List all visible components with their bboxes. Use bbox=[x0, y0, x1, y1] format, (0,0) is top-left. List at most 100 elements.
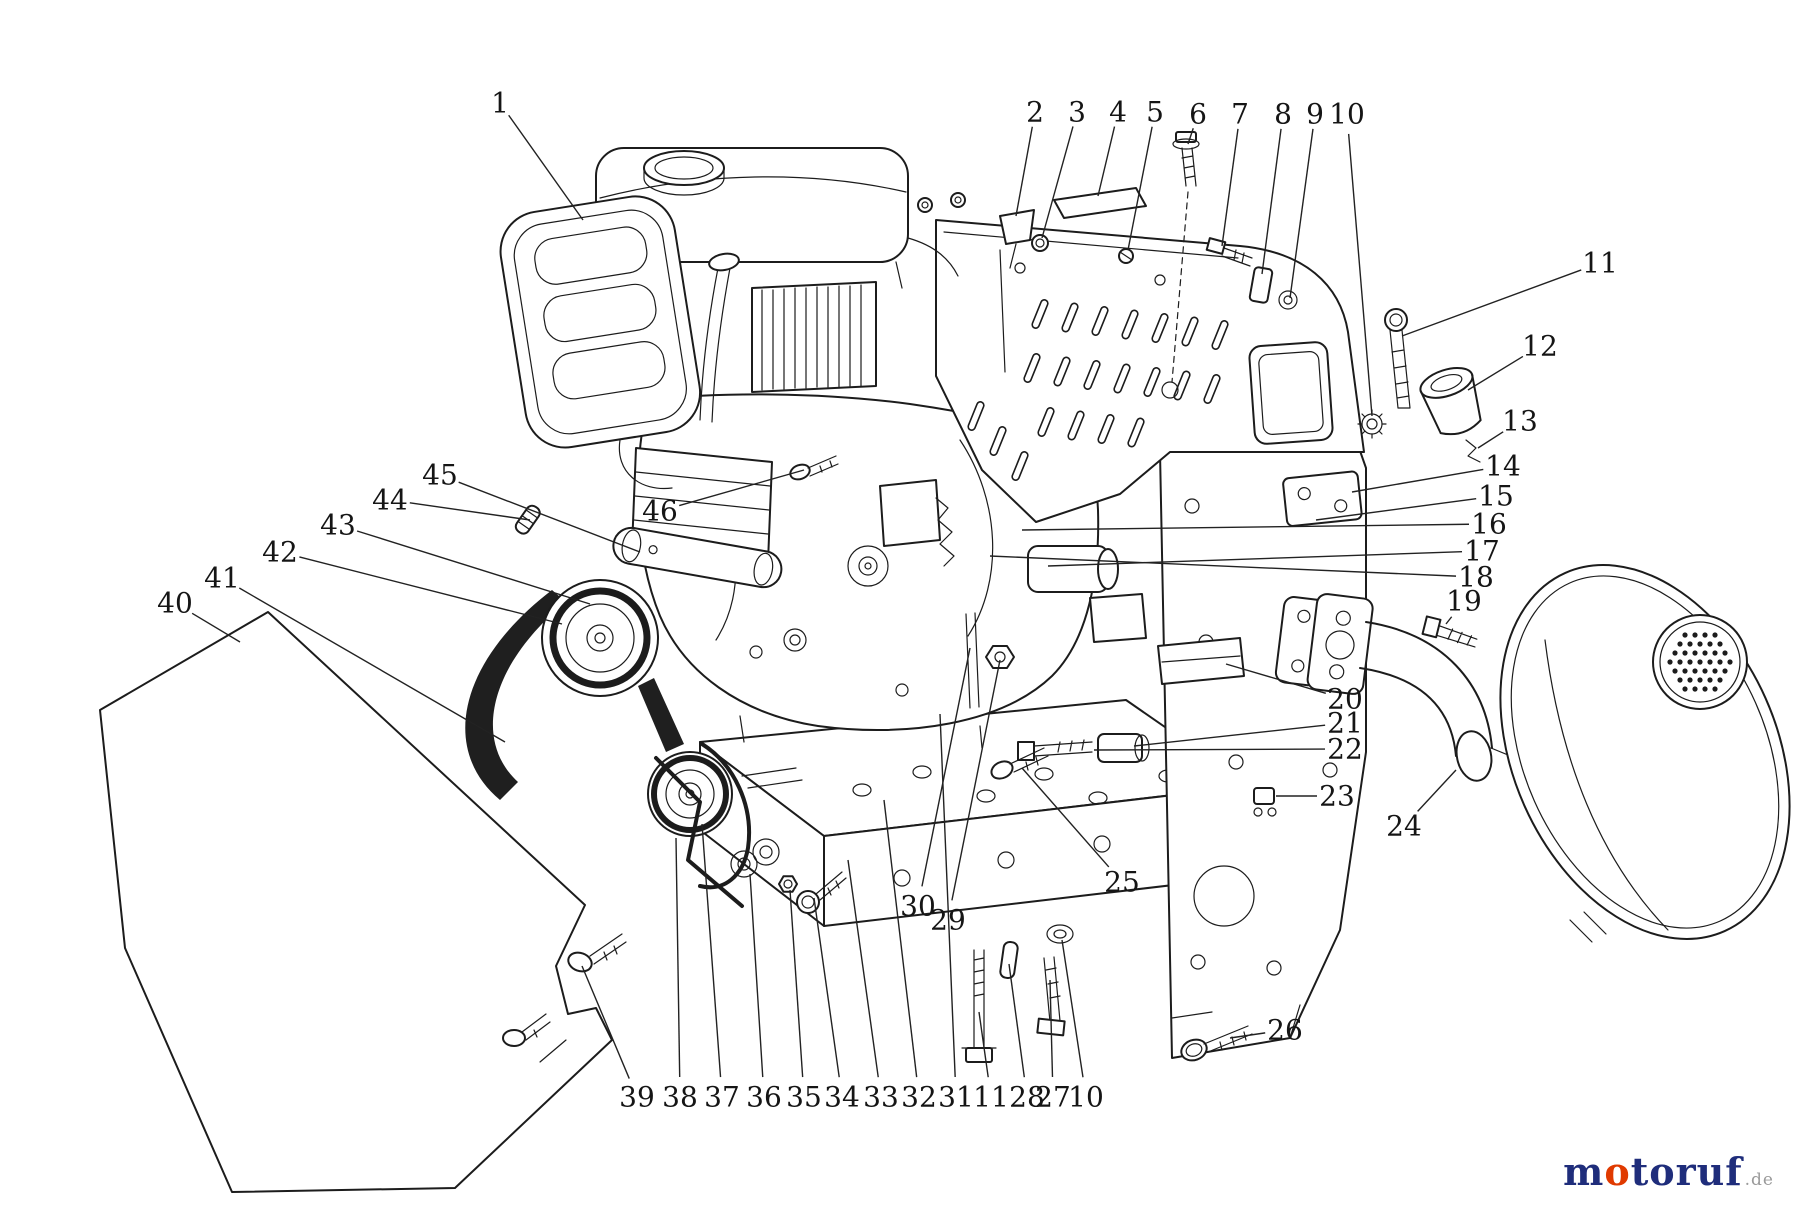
muffler-perforation-dot bbox=[1687, 659, 1693, 665]
muffler-perforation-dot bbox=[1717, 677, 1723, 683]
carriage-bolt-11-bottom bbox=[961, 949, 997, 1063]
callout-number-15: 15 bbox=[1478, 480, 1514, 513]
starter-cup-12 bbox=[1419, 366, 1482, 436]
callout-number-1: 1 bbox=[491, 87, 509, 120]
louver-slot bbox=[1023, 353, 1041, 383]
bolt-34 bbox=[796, 871, 847, 914]
callout-number-17: 17 bbox=[1464, 535, 1500, 568]
callout-number-14: 14 bbox=[1485, 450, 1521, 483]
callout-leader-27 bbox=[1049, 979, 1054, 1078]
muffler-perforation-dot bbox=[1697, 677, 1703, 683]
muffler-perforation-dot bbox=[1692, 650, 1698, 656]
louver-slot bbox=[1127, 417, 1145, 448]
muffler-perforation-dot bbox=[1707, 677, 1713, 683]
callout-number-35: 35 bbox=[786, 1081, 822, 1114]
muffler-perforation-dot bbox=[1702, 632, 1708, 638]
muffler-perforation-dot bbox=[1722, 668, 1728, 674]
upper-bracket-14-15 bbox=[1282, 470, 1363, 527]
muffler-perforation-dot bbox=[1712, 632, 1718, 638]
carburetor-end bbox=[1097, 548, 1119, 590]
fuel-line bbox=[907, 237, 959, 277]
callout-leader-41 bbox=[238, 587, 506, 743]
callout-number-3: 3 bbox=[1068, 96, 1086, 129]
callout-number-6: 6 bbox=[1189, 98, 1207, 131]
callout-number-28: 28 bbox=[1009, 1081, 1045, 1114]
watermark-suffix: .de bbox=[1744, 1170, 1774, 1190]
bolt-21-spacer-22 bbox=[1017, 733, 1150, 763]
muffler-perforation-dot bbox=[1677, 659, 1683, 665]
louver-slot bbox=[1031, 299, 1049, 329]
callout-leader-39 bbox=[581, 965, 630, 1079]
louver-slots bbox=[967, 299, 1229, 481]
muffler-perforation-dot bbox=[1717, 641, 1723, 647]
muffler-perforation-dot bbox=[1682, 650, 1688, 656]
callout-number-20: 20 bbox=[1327, 683, 1363, 716]
callout-number-44: 44 bbox=[372, 484, 408, 517]
muffler-perforation-dot bbox=[1697, 641, 1703, 647]
callout-number-4: 4 bbox=[1109, 96, 1127, 129]
brake-rod bbox=[654, 756, 744, 908]
clip-13 bbox=[1465, 439, 1481, 463]
dipstick-tube bbox=[699, 267, 731, 423]
engine-top-fittings bbox=[907, 187, 1147, 277]
callout-number-25: 25 bbox=[1104, 866, 1140, 899]
callout-number-33: 33 bbox=[863, 1081, 899, 1114]
muffler-perforation-dot bbox=[1727, 659, 1733, 665]
bolt-25 bbox=[990, 747, 1049, 780]
callout-leader-3 bbox=[1041, 126, 1074, 239]
louver-slot bbox=[1173, 370, 1191, 401]
watermark-letter: m bbox=[1563, 1149, 1605, 1194]
callout-leader-34 bbox=[813, 897, 840, 1078]
bolt-46 bbox=[789, 455, 839, 481]
muffler-perforation-dot bbox=[1687, 677, 1693, 683]
callout-number-23: 23 bbox=[1319, 780, 1355, 813]
louver-slot bbox=[1181, 316, 1199, 347]
louver-slot bbox=[1151, 313, 1169, 343]
callout-number-39: 39 bbox=[619, 1081, 655, 1114]
callout-leader-31 bbox=[939, 713, 956, 1078]
callout-leader-46 bbox=[679, 469, 805, 507]
callout-number-2: 2 bbox=[1026, 96, 1044, 129]
callout-leader-17 bbox=[1047, 550, 1463, 567]
watermark-letter: o bbox=[1604, 1149, 1631, 1194]
louver-slot bbox=[1067, 410, 1085, 441]
louver-slot bbox=[1203, 374, 1221, 404]
callout-number-37: 37 bbox=[704, 1081, 740, 1114]
callout-number-9: 9 bbox=[1306, 98, 1324, 131]
callout-leader-35 bbox=[789, 889, 804, 1078]
watermark-letter: t bbox=[1630, 1149, 1650, 1194]
callout-number-5: 5 bbox=[1146, 96, 1164, 129]
callout-leader-11 bbox=[978, 1011, 989, 1078]
callout-number-21: 21 bbox=[1327, 707, 1363, 740]
louver-slot bbox=[1121, 309, 1139, 340]
callout-leader-21 bbox=[1133, 724, 1326, 747]
muffler-perforation-dot bbox=[1712, 686, 1718, 692]
callout-leader-2 bbox=[1015, 126, 1033, 217]
callout-leader-18 bbox=[989, 555, 1457, 577]
callout-leader-24 bbox=[1417, 769, 1457, 812]
callout-leader-36 bbox=[749, 873, 764, 1078]
muffler-perforation-dot bbox=[1677, 677, 1683, 683]
callout-number-31: 31 bbox=[938, 1081, 974, 1114]
louver-slot bbox=[1037, 407, 1055, 437]
callout-leader-32 bbox=[883, 799, 918, 1078]
muffler-perforation-dot bbox=[1717, 659, 1723, 665]
muffler-perforation-dot bbox=[1682, 668, 1688, 674]
callout-number-11: 11 bbox=[1582, 247, 1618, 280]
carburetor-bracket bbox=[1089, 593, 1147, 643]
clamp-23 bbox=[1253, 787, 1277, 817]
shroud-opening bbox=[1248, 341, 1334, 445]
drive-pulley bbox=[541, 579, 659, 697]
callout-leader-6 bbox=[1187, 128, 1194, 145]
muffler-perforations bbox=[1667, 632, 1733, 692]
callout-number-24: 24 bbox=[1386, 810, 1422, 843]
callout-leader-40 bbox=[191, 612, 241, 643]
callout-number-22: 22 bbox=[1327, 733, 1363, 766]
muffler-perforation-dot bbox=[1712, 650, 1718, 656]
bolt-19 bbox=[1421, 615, 1478, 648]
callout-number-26: 26 bbox=[1267, 1014, 1303, 1047]
flat-washers bbox=[730, 838, 780, 878]
callout-number-38: 38 bbox=[662, 1081, 698, 1114]
